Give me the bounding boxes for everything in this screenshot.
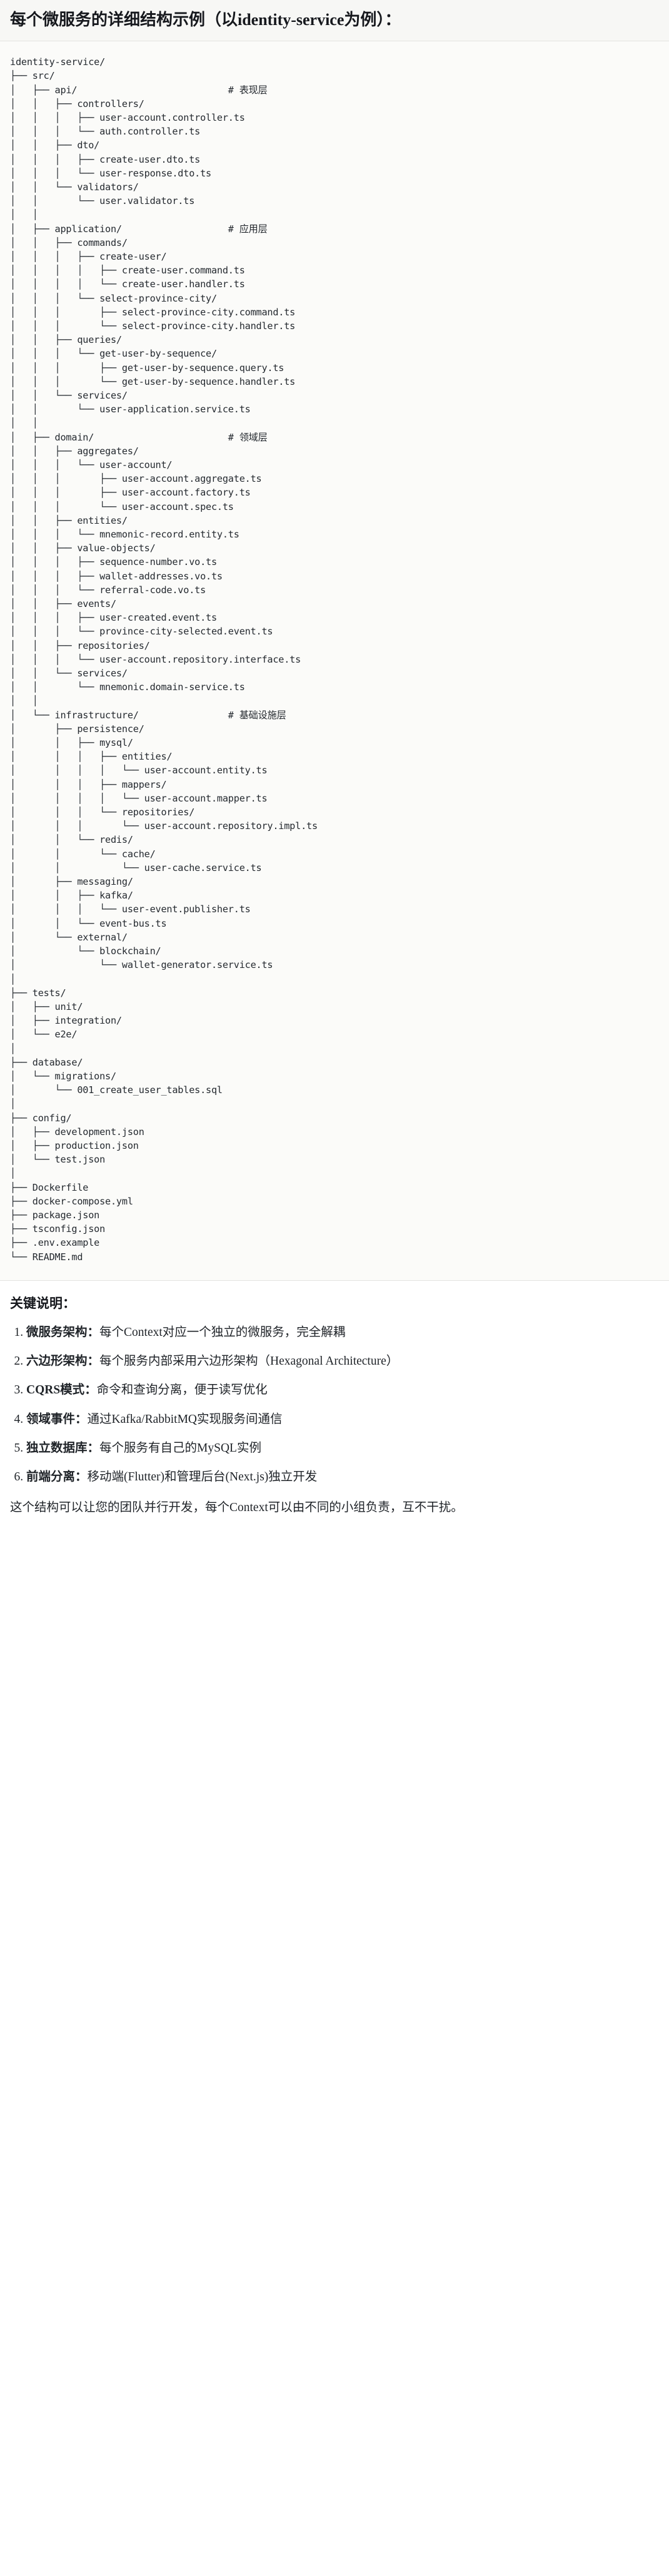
note-description: 每个服务有自己的MySQL实例 xyxy=(99,1441,261,1455)
note-term: 六边形架构 xyxy=(26,1355,88,1368)
note-description: 命令和查询分离，便于读写优化 xyxy=(96,1383,268,1397)
header-band: 每个微服务的详细结构示例（以identity-service为例）： xyxy=(0,0,669,42)
note-description: 每个服务内部采用六边形架构（Hexagonal Architecture） xyxy=(99,1355,399,1368)
note-term: 微服务架构 xyxy=(26,1325,88,1339)
key-notes-title: 关键说明： xyxy=(10,1295,76,1311)
closing-paragraph: 这个结构可以让您的团队并行开发，每个Context可以由不同的小组负责，互不干扰… xyxy=(10,1501,463,1515)
key-notes-section: 关键说明： 微服务架构：每个Context对应一个独立的微服务，完全解耦 六边形… xyxy=(0,1280,669,1529)
page-root: 每个微服务的详细结构示例（以identity-service为例）： ident… xyxy=(0,0,669,1529)
note-separator: ： xyxy=(87,1325,100,1339)
note-description: 移动端(Flutter)和管理后台(Next.js)独立开发 xyxy=(87,1470,318,1484)
list-item: 六边形架构：每个服务内部采用六边形架构（Hexagonal Architectu… xyxy=(26,1352,659,1370)
list-item: 微服务架构：每个Context对应一个独立的微服务，完全解耦 xyxy=(26,1323,659,1341)
note-term: 独立数据库 xyxy=(26,1441,88,1455)
list-item: 前端分离：移动端(Flutter)和管理后台(Next.js)独立开发 xyxy=(26,1468,659,1486)
directory-tree: identity-service/ ├── src/ │ ├── api/ # … xyxy=(10,56,318,1263)
note-term: 领域事件 xyxy=(26,1412,76,1426)
note-separator: ： xyxy=(75,1412,88,1426)
key-notes-list: 微服务架构：每个Context对应一个独立的微服务，完全解耦 六边形架构：每个服… xyxy=(10,1323,659,1487)
note-term: CQRS模式 xyxy=(26,1383,85,1397)
note-separator: ： xyxy=(87,1441,100,1455)
code-block: identity-service/ ├── src/ │ ├── api/ # … xyxy=(0,41,669,1281)
note-description: 每个Context对应一个独立的微服务，完全解耦 xyxy=(99,1325,346,1339)
list-item: 独立数据库：每个服务有自己的MySQL实例 xyxy=(26,1439,659,1457)
list-item: CQRS模式：命令和查询分离，便于读写优化 xyxy=(26,1381,659,1399)
list-item: 领域事件：通过Kafka/RabbitMQ实现服务间通信 xyxy=(26,1410,659,1428)
page-title: 每个微服务的详细结构示例（以identity-service为例）： xyxy=(10,11,401,29)
note-separator: ： xyxy=(87,1355,100,1368)
note-term: 前端分离 xyxy=(26,1470,76,1484)
note-separator: ： xyxy=(84,1383,97,1397)
note-description: 通过Kafka/RabbitMQ实现服务间通信 xyxy=(87,1412,283,1426)
note-separator: ： xyxy=(75,1470,88,1484)
